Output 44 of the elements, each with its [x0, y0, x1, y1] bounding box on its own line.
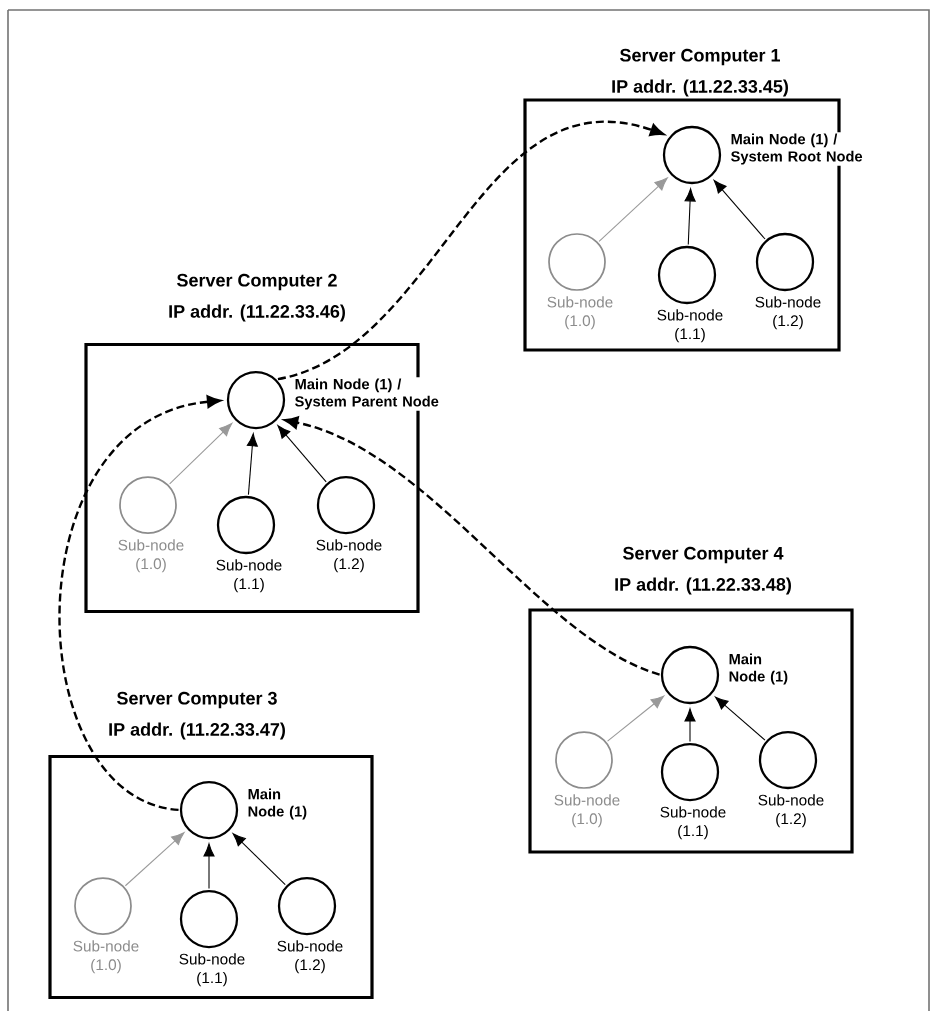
node-label: Sub-node (1.1)	[179, 953, 245, 987]
heading: Server Computer 4	[623, 546, 784, 564]
node-circle	[226, 370, 286, 430]
node-label: Sub-node (1.2)	[277, 940, 343, 974]
node-label: Sub-node (1.1)	[216, 559, 282, 593]
node-circle	[555, 731, 613, 789]
arrow	[684, 188, 696, 246]
node-label: Sub-node (1.1)	[660, 806, 726, 840]
arrow	[598, 177, 668, 242]
node-circle	[662, 125, 722, 185]
node-circle	[179, 889, 239, 949]
node-circle	[277, 876, 337, 936]
node-label: Sub-node (1.2)	[755, 296, 821, 330]
node-circle	[758, 730, 818, 790]
node-label: Main Node (1) / System Parent Node	[293, 377, 451, 411]
arrow	[124, 832, 185, 887]
node-label: Main Node (1)	[727, 652, 800, 686]
arrow	[203, 843, 215, 890]
heading: IP addr. (11.22.33.45)	[612, 79, 788, 97]
heading: IP addr. (11.22.33.46)	[169, 304, 345, 322]
node-circle	[660, 645, 720, 705]
node-circle	[216, 495, 276, 555]
node-circle	[657, 245, 717, 305]
arrow	[607, 695, 665, 742]
arrow	[713, 180, 766, 240]
arrow	[684, 708, 696, 743]
node-label: Main Node (1)	[246, 787, 319, 821]
arrow	[246, 433, 258, 496]
node-label: Sub-node (1.0)	[554, 794, 620, 828]
node-circle	[548, 233, 606, 291]
node-label: Sub-node (1.1)	[657, 309, 723, 343]
node-label: Sub-node (1.0)	[73, 940, 139, 974]
heading: IP addr. (11.22.33.48)	[615, 577, 791, 595]
node-circle	[660, 742, 720, 802]
heading: Server Computer 2	[177, 273, 337, 291]
node-circle	[74, 877, 132, 935]
node-label: Sub-node (1.0)	[547, 296, 613, 330]
node-label: Sub-node (1.2)	[758, 794, 824, 828]
node-label: Main Node (1) / System Root Node	[729, 132, 867, 166]
arrow	[232, 833, 286, 886]
arrow	[715, 696, 766, 741]
node-circle	[755, 232, 815, 292]
heading: Server Computer 1	[620, 48, 780, 66]
arrow	[277, 120, 665, 381]
